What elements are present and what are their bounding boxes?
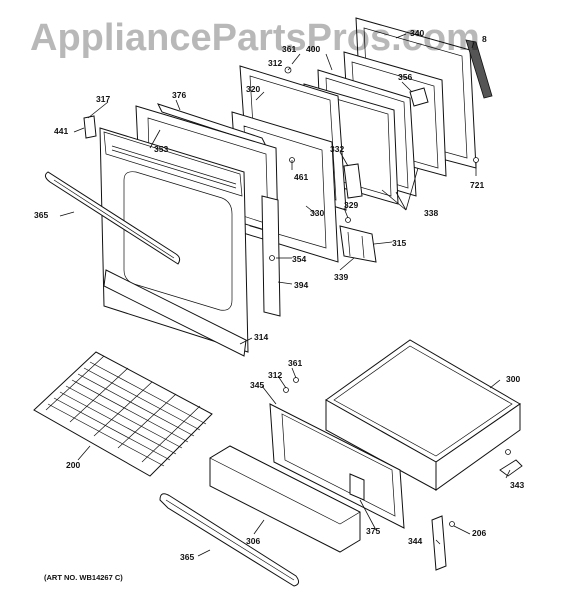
callout-394: 394 bbox=[294, 280, 308, 290]
callout-441: 441 bbox=[54, 126, 68, 136]
screw-354 bbox=[269, 255, 275, 261]
callout-375: 375 bbox=[366, 526, 380, 536]
callout-343: 343 bbox=[510, 480, 524, 490]
callout-315: 315 bbox=[392, 238, 406, 248]
callout-365-top: 365 bbox=[34, 210, 48, 220]
callout-354: 354 bbox=[292, 254, 306, 264]
screw-361-bottom bbox=[293, 377, 299, 383]
door-handle bbox=[44, 171, 181, 265]
callout-320: 320 bbox=[246, 84, 260, 94]
callout-356: 356 bbox=[398, 72, 412, 82]
callout-200: 200 bbox=[66, 460, 80, 470]
callout-312-top: 312 bbox=[268, 58, 282, 68]
art-number: (ART NO. WB14267 C) bbox=[44, 573, 123, 582]
drawer-handle bbox=[159, 493, 300, 587]
door-hinge-assembly bbox=[339, 225, 377, 263]
callout-461: 461 bbox=[294, 172, 308, 182]
callout-721: 721 bbox=[470, 180, 484, 190]
callout-312-bottom: 312 bbox=[268, 370, 282, 380]
screw-343 bbox=[505, 449, 511, 455]
callout-300: 300 bbox=[506, 374, 520, 384]
callout-400: 400 bbox=[306, 44, 320, 54]
door-latch bbox=[343, 163, 363, 199]
callout-306: 306 bbox=[246, 536, 260, 546]
watermark: AppliancePartsPros.com bbox=[30, 17, 480, 59]
callout-344: 344 bbox=[408, 536, 422, 546]
callout-340: 340 bbox=[410, 28, 424, 38]
callout-labels: 340 8 361 400 312 356 320 376 317 441 35… bbox=[34, 28, 524, 562]
door-bottom-trim bbox=[103, 269, 247, 357]
callout-317: 317 bbox=[96, 94, 110, 104]
callout-314: 314 bbox=[254, 332, 268, 342]
callout-338: 338 bbox=[424, 208, 438, 218]
callout-361-top: 361 bbox=[282, 44, 296, 54]
leader-lines bbox=[59, 33, 511, 557]
drawer-front-panel bbox=[209, 445, 361, 553]
screw-206 bbox=[449, 521, 455, 527]
callout-330: 330 bbox=[310, 208, 324, 218]
screw-312-bottom bbox=[283, 387, 289, 393]
drawer-glide bbox=[499, 459, 523, 477]
door-gasket-strip bbox=[465, 39, 493, 99]
callout-365-bottom: 365 bbox=[180, 552, 194, 562]
screw-721 bbox=[473, 157, 479, 163]
screw-329 bbox=[345, 217, 351, 223]
callout-345: 345 bbox=[250, 380, 264, 390]
drawer-inner-panel bbox=[269, 403, 405, 529]
oven-rack bbox=[33, 351, 213, 477]
callout-353: 353 bbox=[154, 144, 168, 154]
hinge-bracket bbox=[409, 87, 429, 107]
drawer-box bbox=[325, 339, 521, 491]
vent-clip bbox=[83, 115, 97, 139]
callout-339: 339 bbox=[334, 272, 348, 282]
callout-376: 376 bbox=[172, 90, 186, 100]
callout-361-bottom: 361 bbox=[288, 358, 302, 368]
callout-206: 206 bbox=[472, 528, 486, 538]
callout-329: 329 bbox=[344, 200, 358, 210]
callout-332: 332 bbox=[330, 144, 344, 154]
callout-8: 8 bbox=[482, 34, 487, 44]
